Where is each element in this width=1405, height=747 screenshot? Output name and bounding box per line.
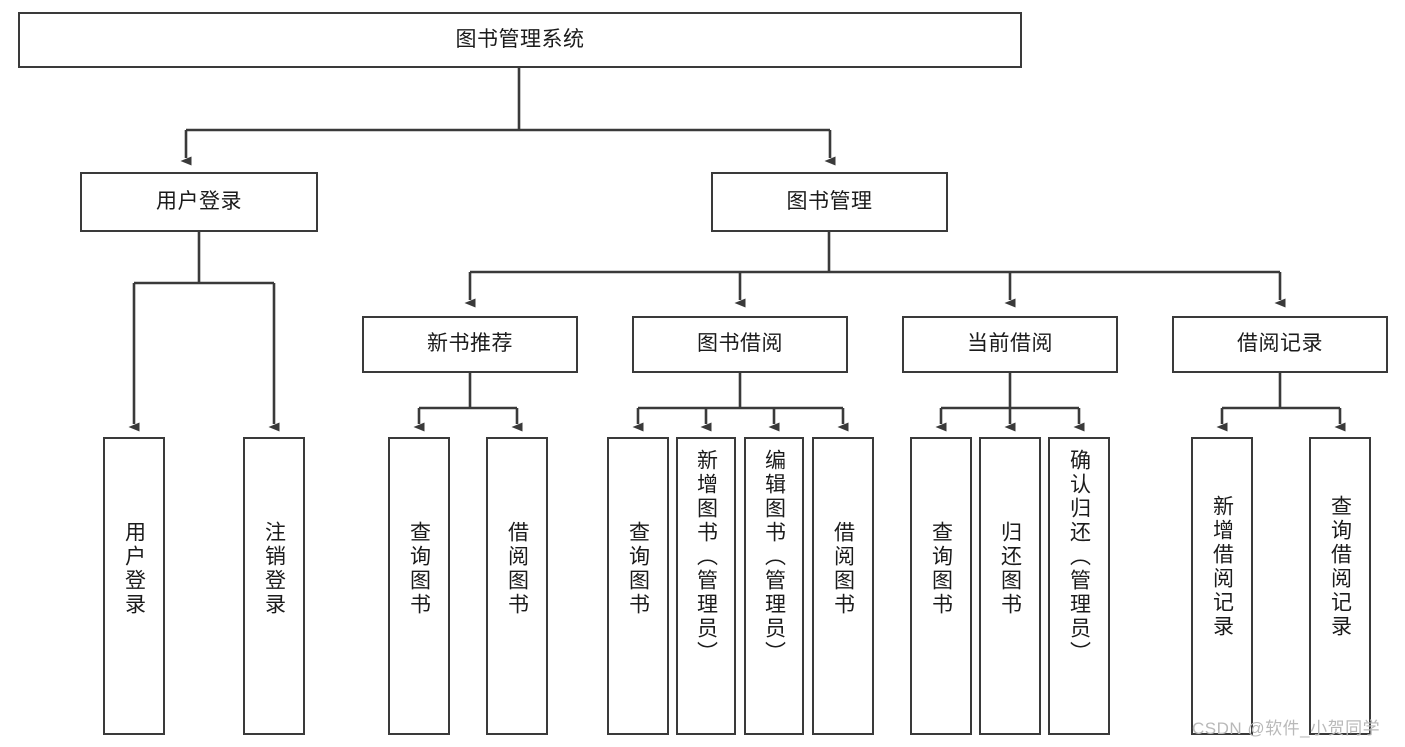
leaf-book-borrow-borrow-label: 借阅图书 — [831, 521, 855, 617]
leaf-current-borrow-return[interactable]: 归还图书 — [979, 437, 1041, 735]
leaf-book-borrow-add-label: 新增图书（管理员） — [694, 449, 718, 665]
leaf-book-borrow-edit[interactable]: 编辑图书（管理员） — [744, 437, 804, 735]
node-current-borrow-label: 当前借阅 — [967, 332, 1053, 356]
leaf-new-book-query-label: 查询图书 — [407, 521, 431, 617]
node-book-borrow-label: 图书借阅 — [697, 332, 783, 356]
node-user-login[interactable]: 用户登录 — [80, 172, 318, 232]
node-user-login-label: 用户登录 — [156, 189, 242, 213]
leaf-borrow-record-query-label: 查询借阅记录 — [1328, 495, 1352, 639]
leaf-borrow-record-query[interactable]: 查询借阅记录 — [1309, 437, 1371, 735]
node-new-book-recommend[interactable]: 新书推荐 — [362, 316, 578, 373]
leaf-current-borrow-confirm[interactable]: 确认归还（管理员） — [1048, 437, 1110, 735]
leaf-book-borrow-query[interactable]: 查询图书 — [607, 437, 669, 735]
node-root-book-management-system[interactable]: 图书管理系统 — [18, 12, 1022, 68]
leaf-current-borrow-confirm-label: 确认归还（管理员） — [1067, 449, 1091, 665]
node-borrow-record-label: 借阅记录 — [1237, 332, 1323, 356]
leaf-new-book-query[interactable]: 查询图书 — [388, 437, 450, 735]
node-book-borrow[interactable]: 图书借阅 — [632, 316, 848, 373]
leaf-user-login-signout[interactable]: 注销登录 — [243, 437, 305, 735]
leaf-current-borrow-query-label: 查询图书 — [929, 521, 953, 617]
leaf-book-borrow-borrow[interactable]: 借阅图书 — [812, 437, 874, 735]
leaf-borrow-record-add[interactable]: 新增借阅记录 — [1191, 437, 1253, 735]
leaf-book-borrow-add[interactable]: 新增图书（管理员） — [676, 437, 736, 735]
leaf-borrow-record-add-label: 新增借阅记录 — [1210, 495, 1234, 639]
leaf-user-login-signin[interactable]: 用户登录 — [103, 437, 165, 735]
leaf-user-login-signout-label: 注销登录 — [262, 521, 286, 617]
leaf-new-book-borrow[interactable]: 借阅图书 — [486, 437, 548, 735]
node-book-management-label: 图书管理 — [786, 189, 873, 213]
leaf-new-book-borrow-label: 借阅图书 — [505, 521, 529, 617]
node-current-borrow[interactable]: 当前借阅 — [902, 316, 1118, 373]
node-book-management[interactable]: 图书管理 — [711, 172, 948, 232]
leaf-book-borrow-query-label: 查询图书 — [626, 521, 650, 617]
leaf-current-borrow-query[interactable]: 查询图书 — [910, 437, 972, 735]
leaf-user-login-signin-label: 用户登录 — [122, 521, 146, 617]
node-new-book-recommend-label: 新书推荐 — [427, 332, 513, 356]
node-borrow-record[interactable]: 借阅记录 — [1172, 316, 1388, 373]
csdn-watermark: CSDN @软件_小贺同学 — [1192, 719, 1381, 738]
leaf-book-borrow-edit-label: 编辑图书（管理员） — [762, 449, 786, 665]
leaf-current-borrow-return-label: 归还图书 — [998, 521, 1022, 617]
node-root-label: 图书管理系统 — [455, 27, 585, 51]
